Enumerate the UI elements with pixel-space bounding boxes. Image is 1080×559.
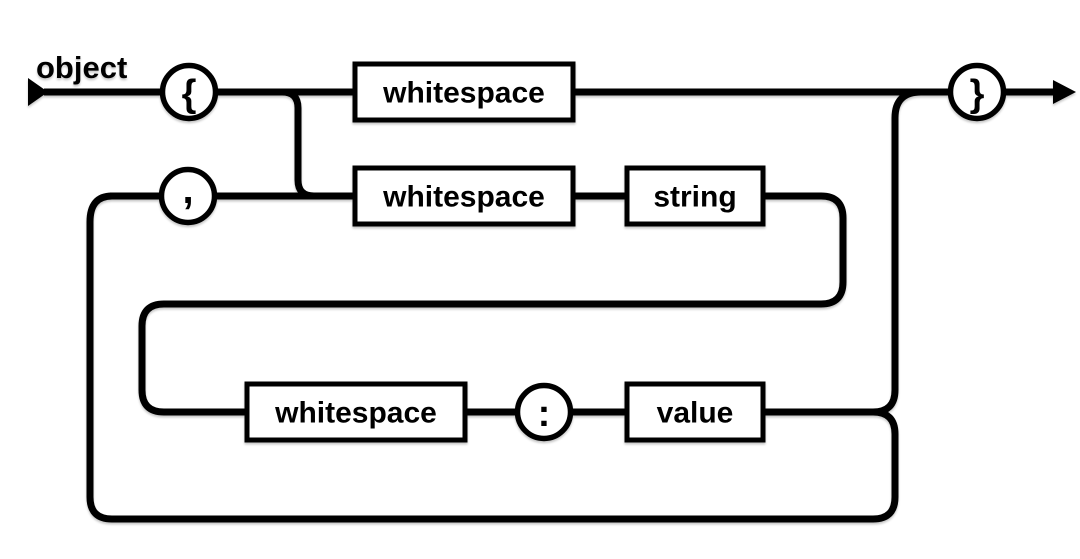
rule-title: object [36,50,127,85]
close-brace-terminal: } [947,62,1007,122]
close-brace-circle [947,62,1007,122]
comma-circle [158,166,218,226]
close-brace-label: } [970,73,985,115]
open-brace-label: { [182,73,197,115]
whitespace-bottom-box [244,381,468,443]
colon-terminal: : [514,382,574,442]
rail-junction-up [872,88,922,416]
rail-branch-to-members [281,88,315,200]
start-arrow-icon [28,78,48,106]
whitespace-node-bottom: whitespace [244,381,468,443]
open-brace-terminal: { [159,62,219,122]
value-box [624,381,766,443]
value-label: value [657,397,734,430]
whitespace-top-box [352,61,576,123]
value-node: value [624,381,766,443]
whitespace-middle-label: whitespace [382,181,545,214]
whitespace-bottom-label: whitespace [274,397,437,430]
whitespace-node-top: whitespace [352,61,576,123]
string-node: string [624,165,766,227]
end-arrow-icon [1053,80,1076,104]
open-brace-circle [159,62,219,122]
string-box [624,165,766,227]
rail-comma-loop [86,192,899,523]
string-label: string [653,181,736,214]
comma-label: , [182,168,193,212]
colon-label: : [538,393,551,435]
comma-terminal: , [158,166,218,226]
whitespace-node-middle: whitespace [352,165,576,227]
colon-circle [514,382,574,442]
whitespace-middle-box [352,165,576,227]
whitespace-top-label: whitespace [382,77,545,110]
rail-wrap-return [138,192,847,416]
